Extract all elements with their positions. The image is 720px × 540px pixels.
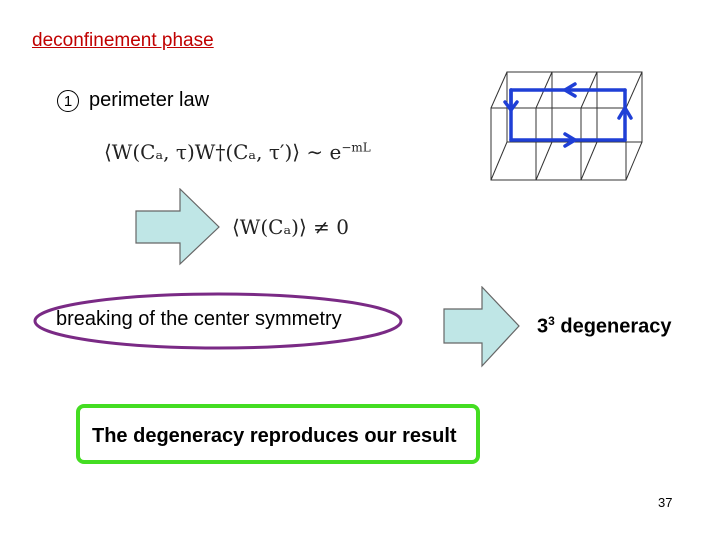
circled-number: 1 [57,89,79,112]
degeneracy-text: 33 degeneracy [537,314,672,339]
vev-equation: ⟨W(Cₐ)⟩ ≠ 0 [232,215,349,239]
highlight-ellipse [33,292,403,350]
slide-title: deconfinement phase [32,30,214,51]
degeneracy-base: 3 [537,315,549,338]
conclusion-text: The degeneracy reproduces our result [92,425,457,447]
perimeter-law-label: perimeter law [89,89,210,111]
breaking-symmetry-text: breaking of the center symmetry [56,308,342,330]
correlator-equation-body: ⟨W(Cₐ, τ)W†(Cₐ, τ′)⟩ ∼ e [104,140,342,164]
correlator-equation-exponent: −mL [341,140,371,155]
block-arrow-right-icon [135,188,220,266]
degeneracy-word: degeneracy [554,315,672,338]
degeneracy-exponent: 3 [548,314,555,328]
correlator-equation: ⟨W(Cₐ, τ)W†(Cₐ, τ′)⟩ ∼ e−mL [104,140,371,164]
lattice-cube-diagram-icon [490,71,643,181]
block-arrow-right-icon [443,286,520,368]
page-number: 37 [658,495,673,510]
perimeter-law-item: 1 perimeter law [57,89,209,112]
conclusion-box: The degeneracy reproduces our result [76,404,480,464]
